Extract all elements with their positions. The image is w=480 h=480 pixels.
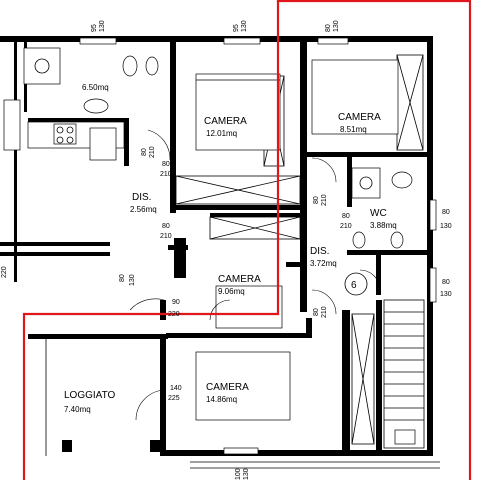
window-marks: [79, 37, 437, 455]
opening-height: 130: [440, 291, 452, 298]
opening-height: 130: [99, 20, 106, 32]
partial-dimension: 220: [1, 266, 8, 278]
opening-height: 210: [321, 306, 328, 318]
opening-height: 130: [243, 468, 250, 480]
unit-boundary-left: [22, 1, 280, 480]
stairs: [344, 272, 425, 449]
room-name: WC: [370, 208, 387, 219]
beds: [195, 59, 399, 421]
opening-height: 210: [340, 223, 352, 230]
room-area: 14.86mq: [206, 395, 237, 404]
opening-width: 100: [235, 468, 242, 480]
room-name: CAMERA: [338, 112, 381, 123]
room-area: 3.72mq: [310, 259, 337, 268]
room-area: 3.88mq: [370, 221, 397, 230]
opening-width: 80: [119, 274, 126, 282]
opening-height: 210: [160, 171, 172, 178]
opening-width: 95: [91, 24, 98, 32]
opening-width: 140: [170, 385, 182, 392]
opening-height: 210: [160, 233, 172, 240]
doors: [129, 129, 381, 421]
room-name: DIS.: [310, 246, 329, 257]
opening-width: 80: [442, 279, 450, 286]
bathroom-fixtures: [23, 47, 416, 445]
opening-height: 225: [168, 395, 180, 402]
room-name: LOGGIATO: [64, 390, 116, 401]
opening-dimensions: 95 130 95 130 80 130 80 210 80 210 80 21…: [1, 20, 452, 480]
room-name: DIS.: [132, 192, 151, 203]
room-area: 9.06mq: [218, 287, 245, 296]
room-area: 6.50mq: [82, 83, 109, 92]
loggia-columns: [45, 339, 440, 469]
room-area: 12.01mq: [206, 129, 237, 138]
opening-width: 80: [141, 148, 148, 156]
kitchen: [3, 99, 125, 161]
opening-width: 90: [172, 299, 180, 306]
opening-width: 95: [233, 24, 240, 32]
opening-height: 130: [333, 20, 340, 32]
room-labels: 6.50mq CAMERA 12.01mq CAMERA 8.51mq DIS.…: [64, 83, 397, 414]
room-area: 2.56mq: [130, 205, 157, 214]
opening-width: 80: [325, 24, 332, 32]
opening-width: 80: [162, 161, 170, 168]
opening-height: 210: [149, 146, 156, 158]
unit-boundary: [276, 0, 472, 480]
opening-width: 80: [342, 213, 350, 220]
room-name: CAMERA: [206, 382, 249, 393]
opening-height: 130: [440, 223, 452, 230]
opening-width: 80: [162, 223, 170, 230]
opening-width: 80: [313, 196, 320, 204]
stair-marker: 6: [351, 280, 357, 291]
room-area: 7.40mq: [64, 405, 91, 414]
opening-height: 130: [241, 20, 248, 32]
walls: [0, 36, 433, 456]
room-name: CAMERA: [218, 274, 261, 285]
opening-height: 210: [321, 194, 328, 206]
room-name: CAMERA: [204, 116, 247, 127]
room-area: 8.51mq: [340, 125, 367, 134]
opening-height: 130: [129, 274, 136, 286]
opening-height: 220: [168, 311, 180, 318]
opening-width: 80: [313, 308, 320, 316]
opening-width: 80: [442, 209, 450, 216]
stair-marker-circle: [344, 272, 368, 296]
